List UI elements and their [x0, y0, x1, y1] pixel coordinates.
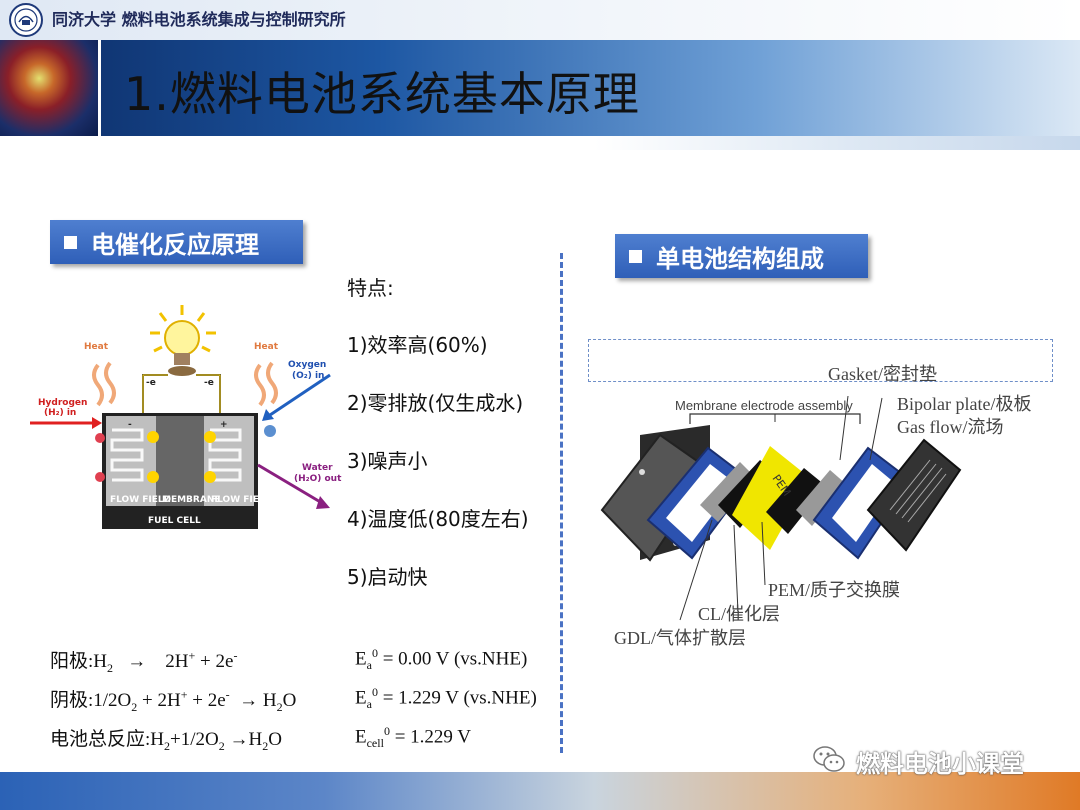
- cathode-reactant: 1/2O: [93, 690, 132, 711]
- cathode-product: H: [262, 690, 277, 711]
- hydrogen-sub-label: (H₂) in: [44, 408, 76, 418]
- cathode-protons: + 2H: [142, 690, 181, 711]
- gdl-label: GDL/气体扩散层: [614, 628, 746, 648]
- cathode-potential-value: = 1.229 V (vs.NHE): [382, 687, 537, 709]
- square-bullet-icon: [64, 235, 77, 249]
- page-title: 1.燃料电池系统基本原理: [124, 67, 640, 121]
- total-arrow: →: [229, 729, 249, 750]
- anode-reactant: H: [93, 651, 108, 672]
- gasket-label: Gasket/密封垫: [828, 364, 937, 384]
- anode-electrons: + 2e: [200, 651, 234, 672]
- electron-label-right: -e: [204, 378, 214, 388]
- total-label: 电池总反应:: [50, 729, 151, 750]
- heat-label-right: Heat: [254, 342, 279, 352]
- anode-potential-value: = 0.00 V (vs.NHE): [382, 648, 528, 670]
- single-cell-structure-diagram: PEM Gasket/密封垫 Membrane electrode assemb…: [600, 364, 1031, 648]
- cathode-potential-symbol: E: [355, 687, 367, 709]
- features-heading: 特点:: [347, 276, 394, 300]
- bipolar-plate-label: Bipolar plate/极板: [897, 394, 1031, 414]
- total-potential: Ecell0 = 1.229 V: [355, 724, 472, 751]
- gdl-right: [796, 470, 846, 526]
- flow-field-left-label: FLOW FIELD: [110, 495, 171, 505]
- end-plate-right: [866, 438, 962, 552]
- feature-item-2: 2)零排放(仅生成水): [347, 391, 524, 415]
- top-header-bar: [0, 0, 1080, 40]
- molecule-particles: [95, 425, 276, 483]
- total-equation: 电池总反应:H2+1/2O2 →H2O: [50, 729, 282, 753]
- title-banner: [0, 40, 1080, 136]
- flow-field-right-label: FLOW FIELD: [211, 495, 272, 505]
- section-tag-electrocatalysis: 电催化反应原理: [50, 220, 303, 264]
- dashed-placeholder-box: [588, 339, 1053, 382]
- lightbulb-icon: [150, 305, 216, 376]
- feature-item-1: 1)效率高(60%): [347, 333, 488, 357]
- institution-name: 同济大学 燃料电池系统集成与控制研究所: [52, 10, 346, 29]
- university-logo-icon: [9, 3, 43, 37]
- anode-label: 阳极:: [50, 651, 94, 672]
- fuel-cell-diagram: -e -e Heat Heat - + FLOW FIELD MEMBRANE …: [30, 305, 342, 529]
- water-label: Water: [302, 463, 333, 473]
- cathode-product-o: O: [282, 690, 297, 711]
- heat-wave-icon: [92, 361, 278, 407]
- water-sub-label: (H₂O) out: [294, 474, 342, 484]
- minus-sign: -: [128, 420, 132, 430]
- hydrogen-label: Hydrogen: [38, 398, 87, 408]
- section-tag-label: 电催化反应原理: [91, 230, 259, 259]
- cl-label: CL/催化层: [698, 604, 780, 624]
- oxygen-sub-label: (O₂) in: [292, 371, 324, 381]
- total-product: H: [248, 729, 263, 750]
- square-bullet-icon: [629, 249, 642, 263]
- banner-fade: [0, 136, 1080, 150]
- gas-flow-label: Gas flow/流场: [897, 417, 1004, 437]
- anode-arrow: →: [127, 651, 147, 672]
- total-reactant: H: [150, 729, 165, 750]
- anode-equation: 阳极:H2 → 2H+ + 2e-: [50, 648, 238, 675]
- membrane-label: MEMBRANE: [162, 495, 221, 505]
- wechat-icon: [813, 746, 845, 772]
- banner-decoration-image: [0, 40, 98, 136]
- membrane-assembly: PEM: [718, 446, 826, 550]
- cathode-arrow: →: [239, 690, 259, 711]
- feature-item-5: 5)启动快: [347, 565, 428, 589]
- cathode-label: 阴极:: [50, 690, 94, 711]
- column-divider: [560, 253, 563, 753]
- watermark-text: 燃料电池小课堂: [856, 750, 1024, 778]
- total-oxygen: +1/2O: [170, 729, 219, 750]
- anode-potential-symbol: E: [355, 648, 367, 670]
- plus-sign: +: [220, 420, 228, 430]
- gdl-left: [700, 462, 756, 522]
- heat-label-left: Heat: [84, 342, 109, 352]
- oxygen-label: Oxygen: [288, 360, 326, 370]
- total-product-o: O: [268, 729, 282, 750]
- banner-separator: [98, 40, 101, 136]
- anode-potential: Ea0 = 0.00 V (vs.NHE): [355, 646, 528, 673]
- cathode-equation: 阴极:1/2O2 + 2H+ + 2e- → H2O: [50, 687, 297, 714]
- electron-label-left: -e: [146, 378, 156, 388]
- section-tag-label: 单电池结构组成: [656, 244, 824, 273]
- cathode-electrons: + 2e: [192, 690, 226, 711]
- bottom-decoration-bar: [0, 772, 1080, 810]
- pem-label: PEM/质子交换膜: [768, 580, 900, 600]
- total-potential-symbol: E: [355, 726, 367, 748]
- total-potential-value: = 1.229 V: [394, 726, 472, 748]
- total-potential-subscript: cell: [366, 736, 384, 751]
- cathode-potential: Ea0 = 1.229 V (vs.NHE): [355, 685, 537, 712]
- mea-label: Membrane electrode assembly: [675, 398, 853, 413]
- anode-product: 2H: [165, 651, 189, 672]
- feature-item-4: 4)温度低(80度左右): [347, 507, 529, 531]
- fuel-cell-label: FUEL CELL: [148, 516, 201, 526]
- feature-item-3: 3)噪声小: [347, 449, 428, 473]
- section-tag-single-cell: 单电池结构组成: [615, 234, 868, 278]
